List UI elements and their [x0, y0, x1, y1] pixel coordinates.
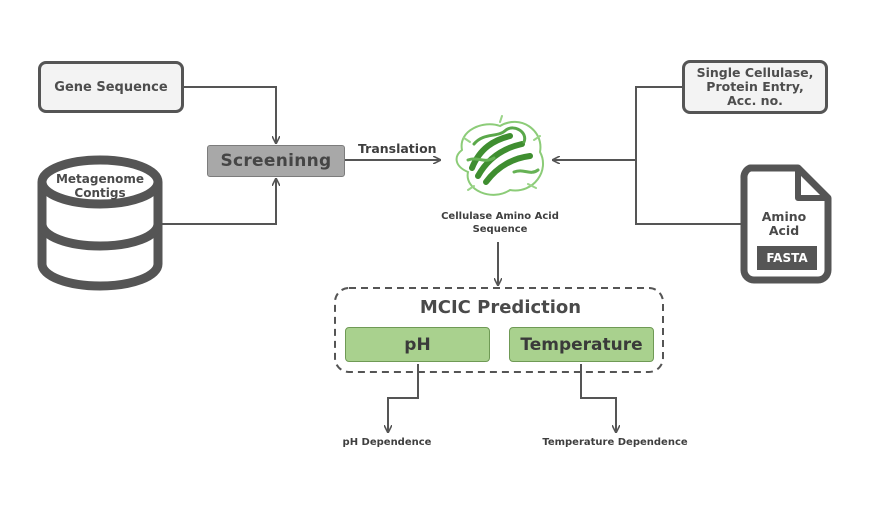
cellulase-sequence-label: Cellulase Amino Acid Sequence: [441, 211, 559, 235]
temperature-label: Temperature: [520, 334, 643, 355]
single-entry-bracket: [635, 86, 742, 225]
ph-to-output-arrow: [388, 364, 419, 432]
temp-to-output-arrow: [580, 364, 616, 432]
gene-sequence-box: Gene Sequence: [38, 61, 184, 113]
protein-structure-icon: [455, 115, 545, 196]
mcic-dashed-container: [334, 287, 664, 373]
mcic-prediction-title: MCIC Prediction: [419, 297, 582, 318]
translation-label: Translation: [358, 141, 437, 156]
temperature-dependence-label: Temperature Dependence: [542, 437, 688, 448]
screening-box: Screeninng: [207, 145, 345, 177]
ph-label: pH: [404, 334, 431, 355]
gene-to-screening-arrow: [184, 86, 276, 143]
fasta-tag: FASTA: [757, 246, 817, 270]
single-cellulase-box: Single Cellulase, Protein Entry, Acc. no…: [682, 60, 828, 114]
temperature-box: Temperature: [509, 327, 654, 362]
screening-label: Screeninng: [220, 151, 332, 171]
metagenome-to-screening-arrow: [160, 179, 276, 225]
database-icon: [37, 155, 163, 291]
gene-sequence-label: Gene Sequence: [54, 79, 168, 95]
ph-dependence-label: pH Dependence: [342, 437, 432, 448]
ph-box: pH: [345, 327, 490, 362]
metagenome-contigs-label: Metagenome Contigs: [55, 172, 145, 200]
amino-acid-label: Amino Acid: [761, 209, 807, 238]
